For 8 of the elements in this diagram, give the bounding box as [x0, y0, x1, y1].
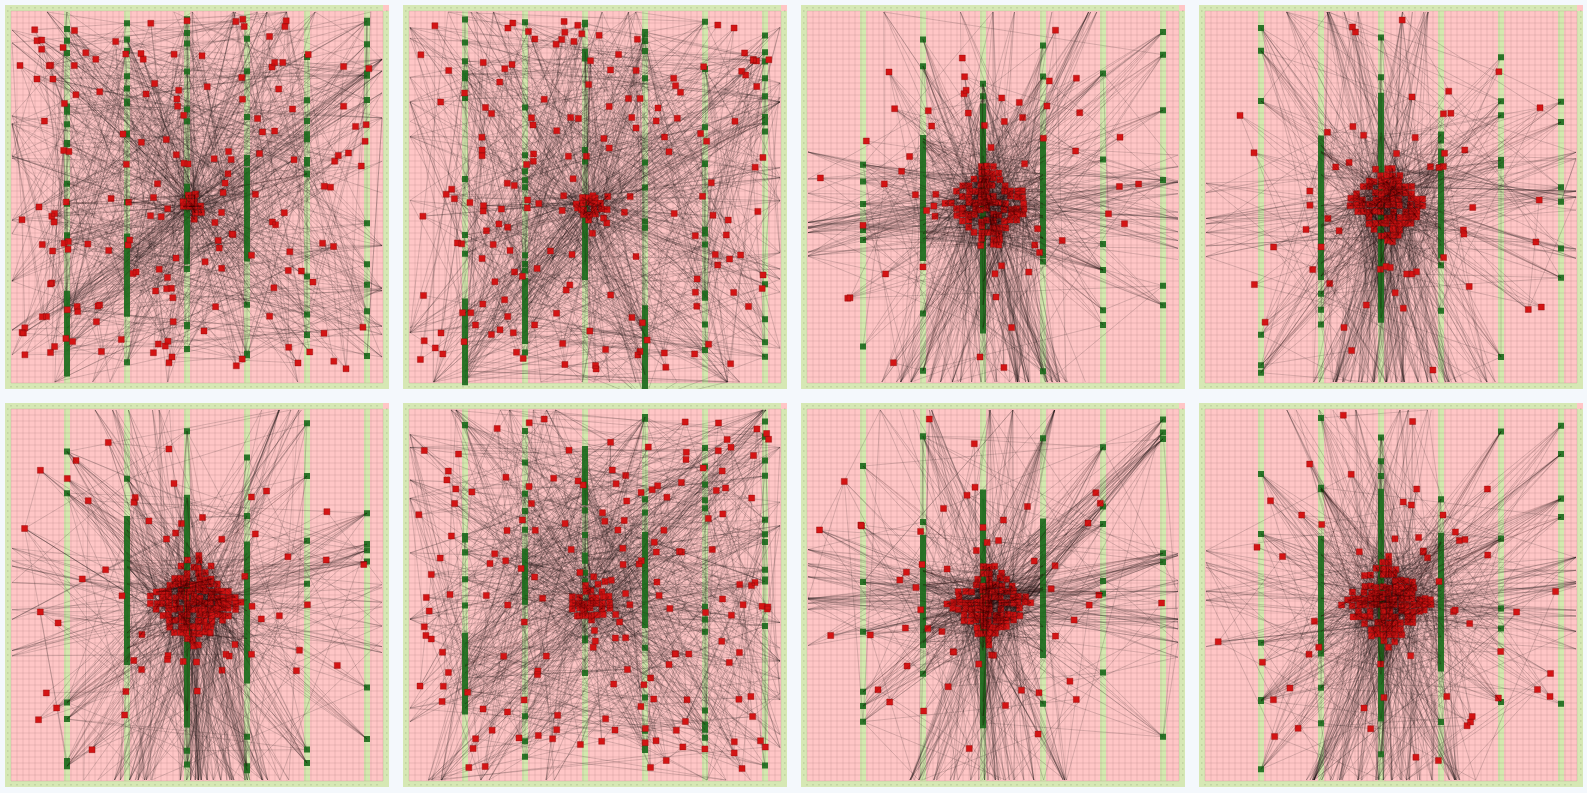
- network-graph-illustration: [403, 403, 787, 787]
- network-graph-illustration: [801, 403, 1185, 787]
- network-graph-illustration: [1199, 5, 1583, 389]
- network-graph-illustration: [801, 5, 1185, 389]
- network-graph-illustration: [5, 403, 389, 787]
- network-graph-illustration: [1199, 403, 1583, 787]
- network-graph-illustration: [403, 5, 787, 389]
- network-graph-illustration: [5, 5, 389, 389]
